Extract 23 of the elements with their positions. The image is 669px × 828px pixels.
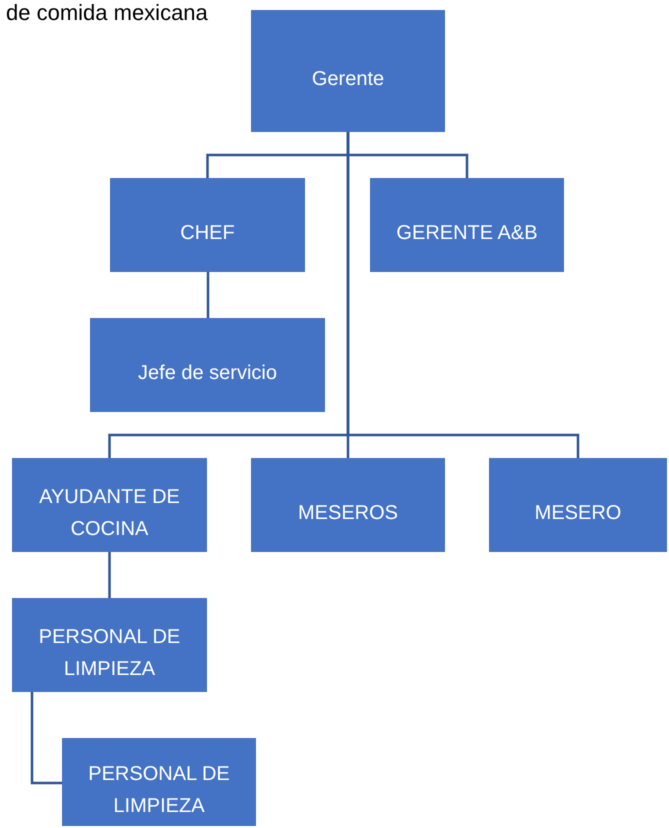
connector-line — [206, 272, 210, 318]
role-label: AYUDANTE DE COCINA — [38, 485, 181, 542]
role-label: MESEROS — [298, 501, 398, 526]
role-label: PERSONAL DE LIMPIEZA — [38, 625, 182, 682]
connector-line — [30, 692, 62, 784]
org-box — [90, 318, 325, 412]
role-label: GERENTE A&B — [396, 221, 538, 246]
org-box — [489, 458, 667, 552]
connector-line — [108, 552, 111, 598]
role-label: PERSONAL DE LIMPIEZA — [87, 762, 231, 819]
org-box — [12, 458, 207, 552]
org-box — [110, 178, 305, 272]
role-label: Gerente — [312, 67, 384, 92]
org-box — [251, 458, 445, 552]
role-label: Jefe de servicio — [138, 361, 277, 386]
title: de comida mexicana — [6, 0, 208, 26]
org-box — [12, 598, 207, 692]
role-label: CHEF — [180, 221, 235, 246]
role-label: MESERO — [534, 501, 622, 526]
org-box — [251, 10, 445, 132]
connector-line — [346, 132, 580, 458]
org-box — [370, 178, 564, 272]
org-box — [62, 738, 256, 826]
